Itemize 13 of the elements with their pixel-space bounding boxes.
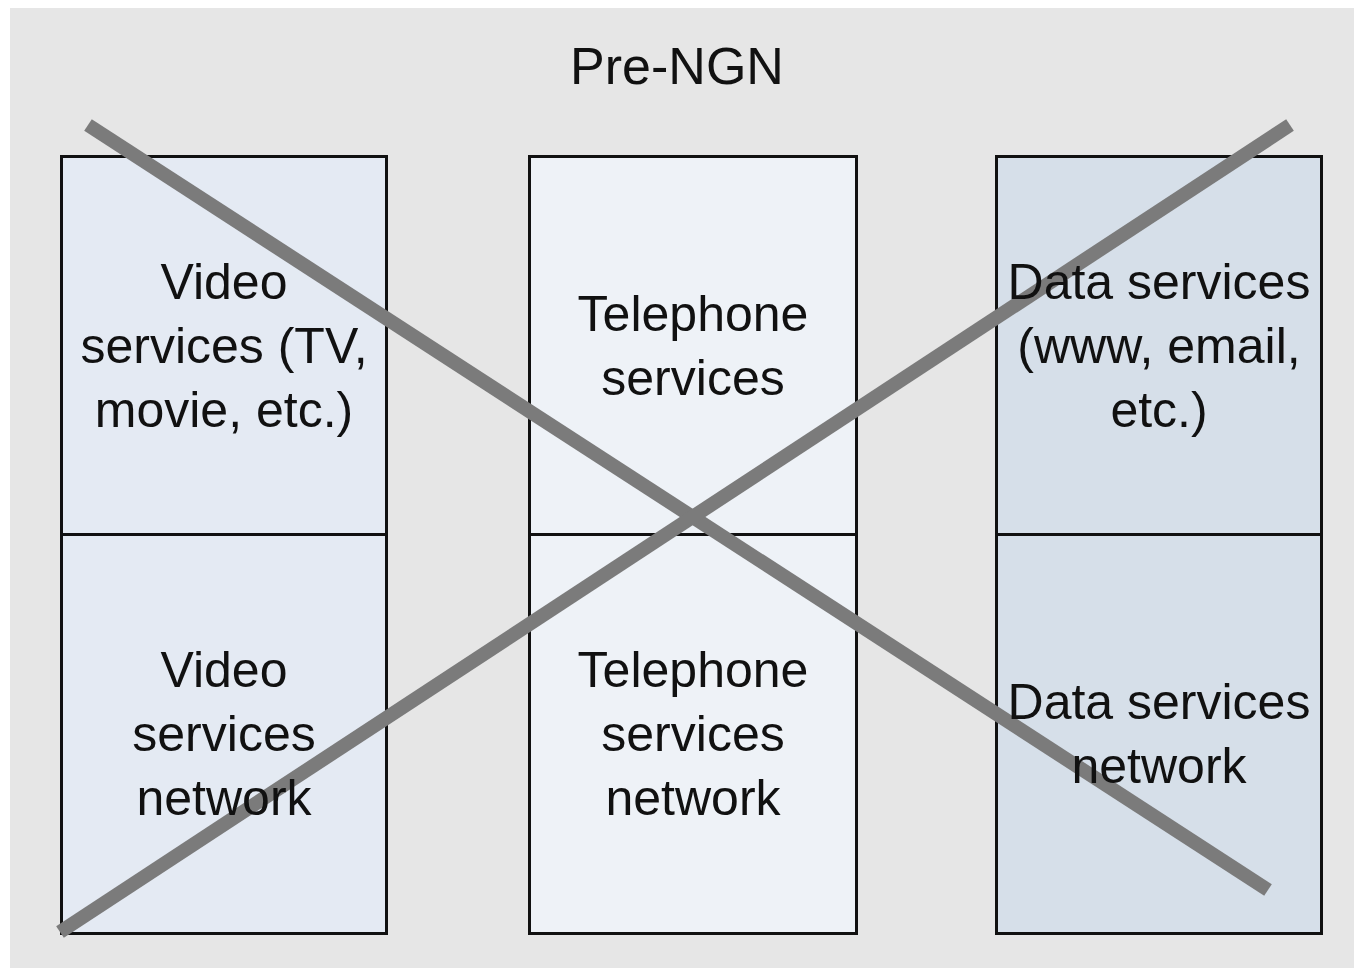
box-label: Video services (TV, movie, etc.) xyxy=(79,252,369,440)
box-label: Telephone services xyxy=(576,284,810,408)
box-label: Telephone services network xyxy=(576,641,810,828)
service-box xyxy=(995,533,1323,935)
service-box xyxy=(60,155,388,536)
service-box xyxy=(995,155,1323,536)
diagram-title: Pre-NGN xyxy=(569,36,785,96)
service-box xyxy=(528,155,858,536)
box-label: Data services network xyxy=(1006,673,1312,796)
service-box xyxy=(528,533,858,935)
box-label: Video services network xyxy=(131,641,317,828)
service-box xyxy=(60,533,388,935)
box-label: Data services (www, email, etc.) xyxy=(1006,252,1312,440)
